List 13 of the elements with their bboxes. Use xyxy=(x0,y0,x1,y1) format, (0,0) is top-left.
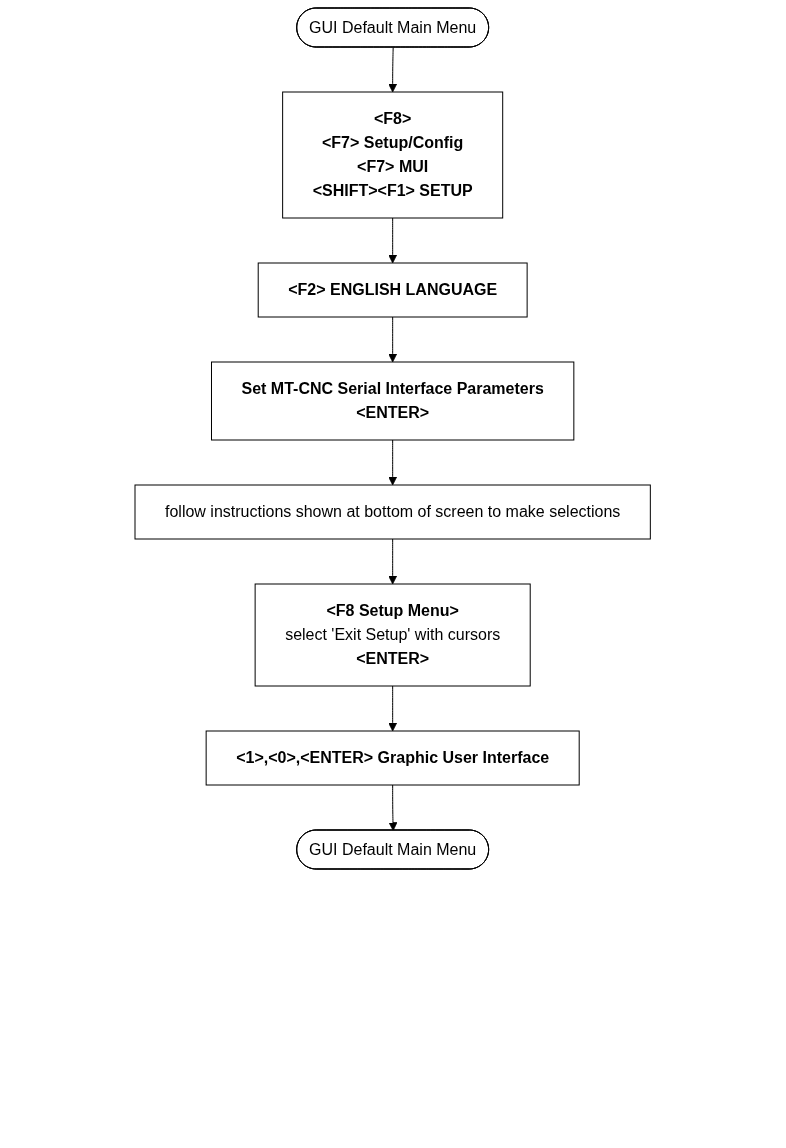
node-box: <F8> <F7> Setup/Config <F7> MUI <SHIFT><F1> SETUP xyxy=(282,91,504,219)
node-box: <F8 Setup Menu> select 'Exit Setup' with cursors <ENTER> xyxy=(254,583,532,687)
node-box: <F2> ENGLISH LANGUAGE xyxy=(258,262,528,318)
arrow xyxy=(388,47,398,93)
arrow xyxy=(388,784,398,831)
arrow xyxy=(388,538,398,585)
arrow xyxy=(388,439,398,486)
arrow xyxy=(388,316,398,363)
arrow xyxy=(388,217,398,264)
node-box: Set MT-CNC Serial Interface Parameters <ENTER> xyxy=(211,361,575,441)
node-box: follow instructions shown at bottom of screen to make selections xyxy=(134,484,652,540)
node-box: <1>,<0>,<ENTER> Graphic User Interface xyxy=(205,730,580,786)
arrow xyxy=(388,685,398,732)
